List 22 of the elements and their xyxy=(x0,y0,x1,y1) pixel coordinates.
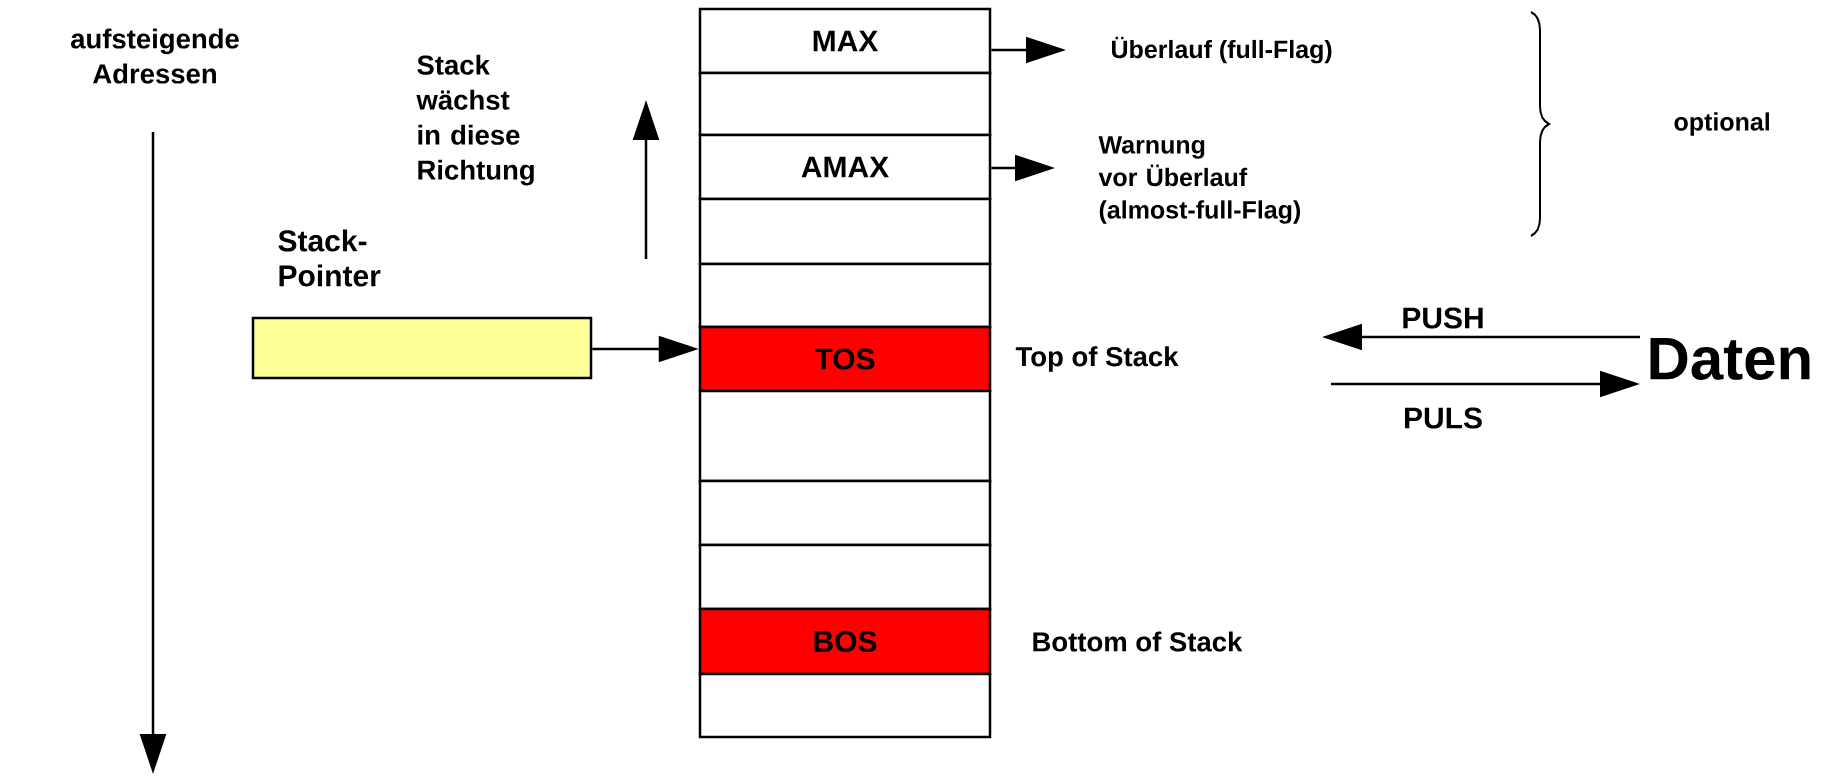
flag-note: Warnung vor Überlauf (almost-full-Flag) xyxy=(1098,136,1301,224)
axis-label: aufsteigende Adressen xyxy=(71,28,239,84)
stack-cell xyxy=(698,71,992,137)
stack-cell: BOS xyxy=(698,607,992,676)
stack-cell xyxy=(698,543,992,611)
stack-cell: MAX xyxy=(698,7,992,75)
stack-cell xyxy=(698,389,992,483)
stack-cell xyxy=(698,197,992,266)
edge-label: PUSH xyxy=(1403,307,1483,329)
stack-cell xyxy=(698,262,992,329)
edge-label: PULS xyxy=(1405,407,1482,429)
stack-cell xyxy=(698,479,992,547)
direction-label: Stack wächst in diese Richtung xyxy=(416,54,534,186)
box-heading: Stack-Pointer xyxy=(278,229,381,287)
stack-cell: TOS xyxy=(698,325,992,393)
data-text: Daten xyxy=(1650,338,1810,380)
flag-note: Überlauf (full-Flag) xyxy=(1112,36,1332,64)
brace-label: optional xyxy=(1674,112,1769,136)
cell-caption: Bottom of Stack xyxy=(1033,631,1243,652)
cell-caption: Top of Stack xyxy=(1015,346,1179,372)
stack-cell: AMAX xyxy=(698,133,992,201)
stack-cell xyxy=(698,672,992,739)
